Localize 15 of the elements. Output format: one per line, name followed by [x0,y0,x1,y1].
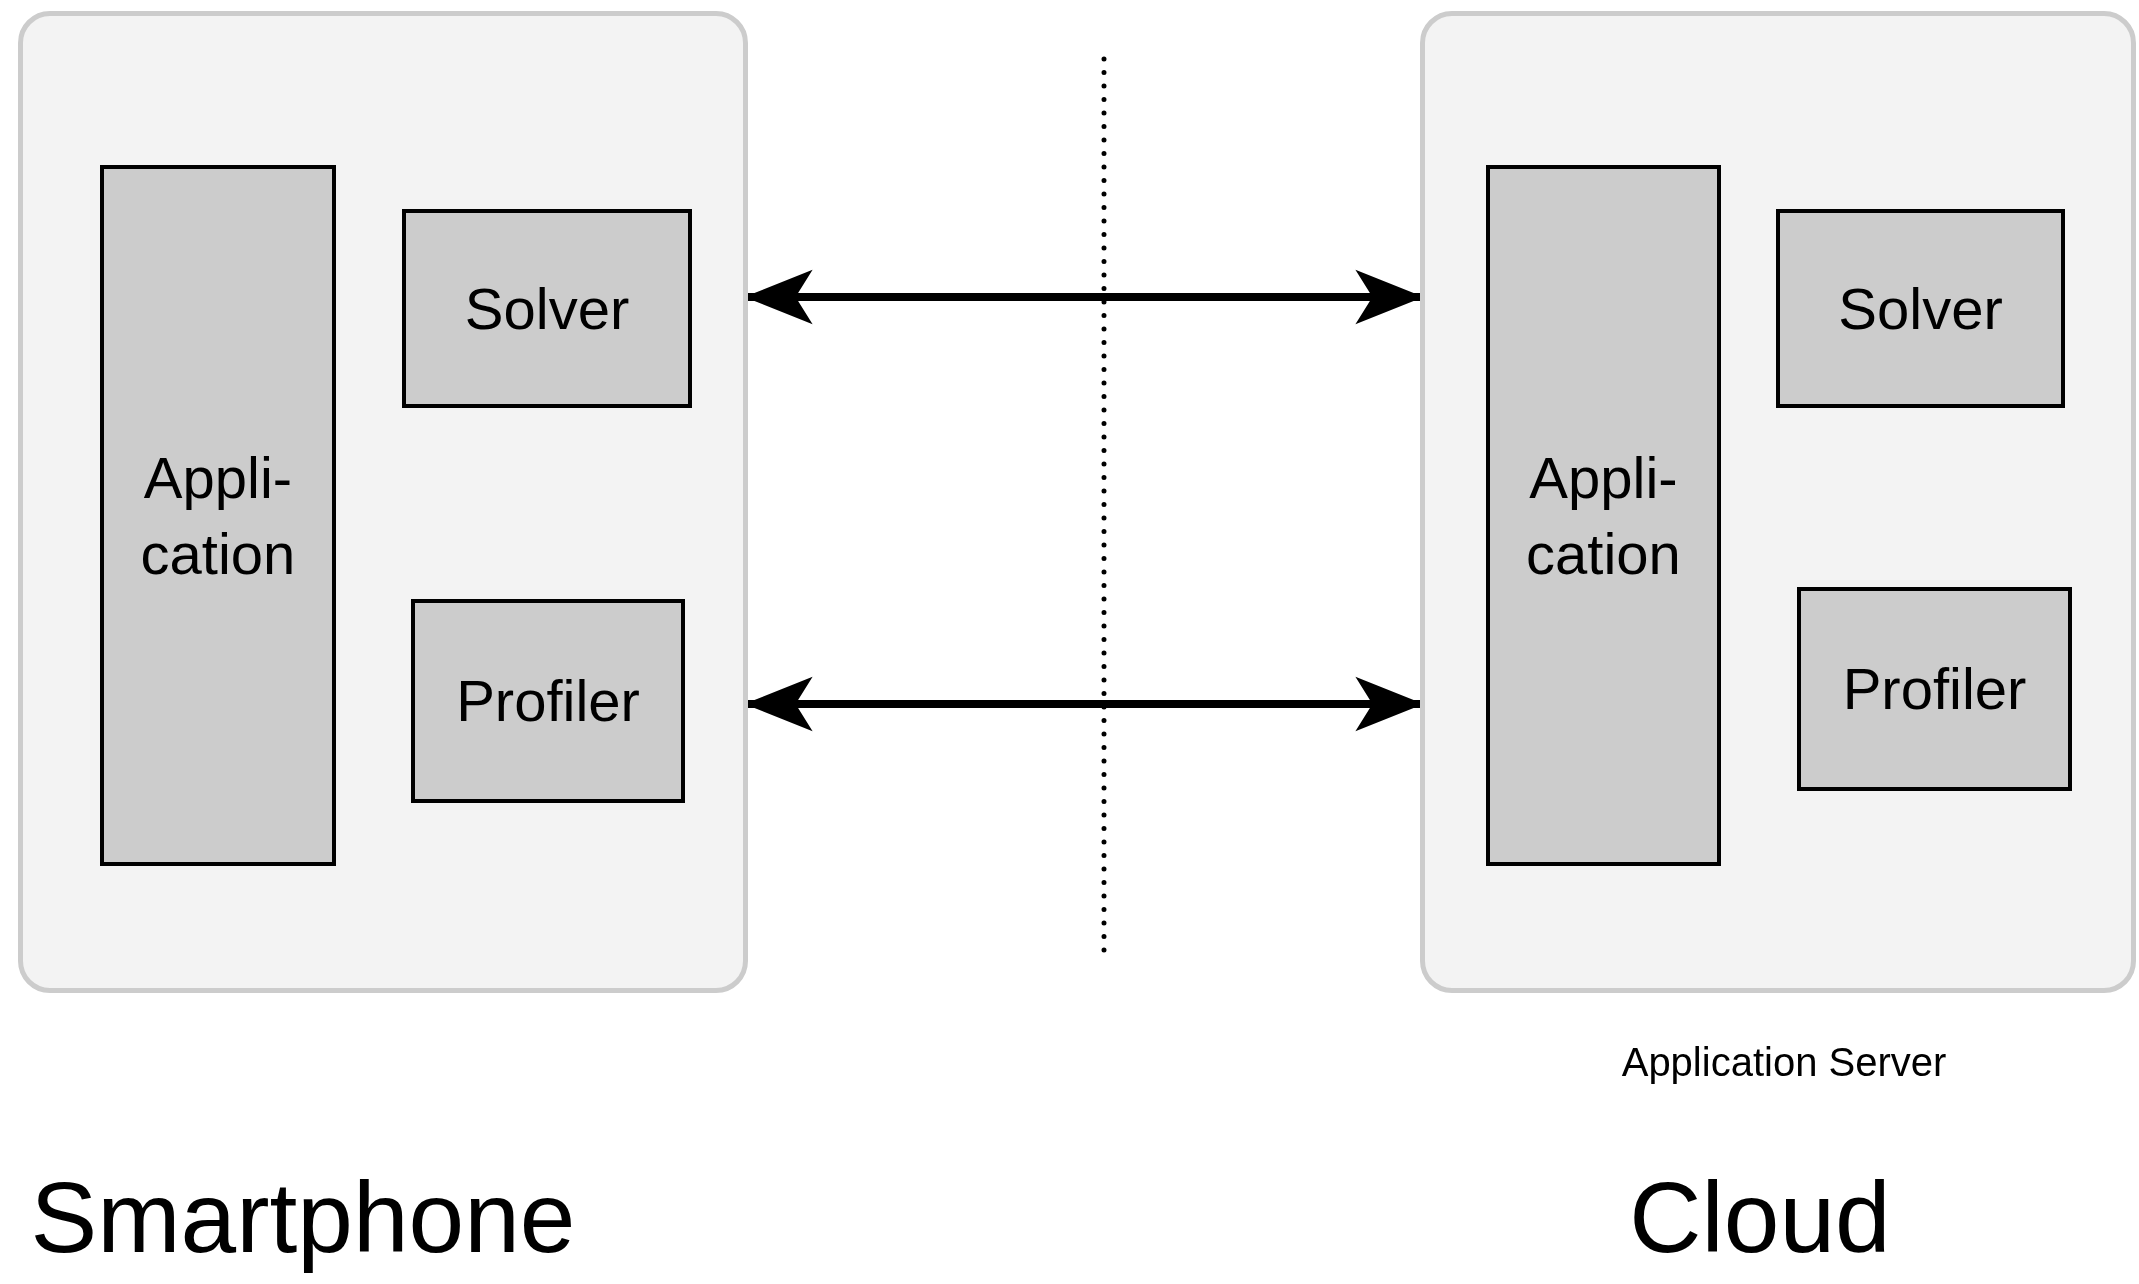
component-box [1486,165,1721,866]
component-label: Profiler [1842,655,2027,724]
component-label: Solver [464,274,630,343]
component-box [411,599,685,803]
component-label: Appli- cation [139,444,297,588]
panel-title: Cloud [1629,1160,1891,1275]
component-label: Solver [1838,274,2003,343]
panel-title: Smartphone [30,1160,576,1275]
component-box [1776,209,2065,408]
component-box [1797,587,2072,791]
component-box [402,209,692,408]
component-label: Appli- cation [1525,444,1682,588]
panel-caption: Application Server [1621,1040,1947,1085]
component-label: Profiler [456,667,640,736]
component-box [100,165,336,866]
